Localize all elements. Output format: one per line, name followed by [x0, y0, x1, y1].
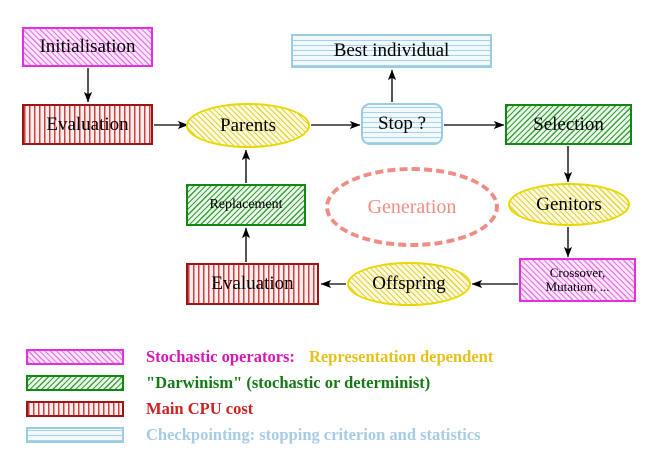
node-label-crossover: Crossover,Mutation, ...	[545, 265, 610, 294]
node-label-evaluation-top: Evaluation	[46, 113, 129, 135]
legend-row-darwinism: "Darwinism" (stochastic or determinist)	[26, 370, 646, 396]
legend-row-checkpointing: Checkpointing: stopping criterion and st…	[26, 422, 646, 448]
node-label-offspring: Offspring	[372, 273, 446, 295]
legend-text-primary-main-cpu-cost: Main CPU cost	[146, 399, 254, 418]
legend-row-main-cpu-cost: Main CPU cost	[26, 396, 646, 422]
legend-swatch-stochastic-operators	[26, 349, 124, 365]
node-replacement: Replacement	[186, 184, 306, 226]
node-label-generation: Generation	[367, 195, 457, 218]
node-label-genitors: Genitors	[536, 193, 602, 215]
node-label-best-individual: Best individual	[333, 40, 450, 62]
legend-text-darwinism: "Darwinism" (stochastic or determinist)	[146, 373, 430, 393]
legend-text-primary-stochastic-operators: Stochastic operators:	[146, 347, 295, 366]
node-stop: Stop ?	[361, 103, 443, 145]
node-label-evaluation-bottom: Evaluation	[211, 273, 294, 295]
node-crossover: Crossover,Mutation, ...	[519, 258, 636, 302]
legend-swatch-darwinism	[26, 375, 124, 391]
node-best-individual: Best individual	[291, 34, 492, 68]
node-evaluation-bottom: Evaluation	[186, 263, 319, 305]
node-label-replacement: Replacement	[209, 196, 283, 212]
node-generation: Generation	[325, 167, 499, 247]
node-selection: Selection	[505, 104, 632, 145]
legend-text-primary-checkpointing: Checkpointing: stopping criterion and st…	[146, 425, 481, 444]
node-parents: Parents	[186, 103, 310, 148]
node-label-stop: Stop ?	[377, 113, 427, 135]
node-offspring: Offspring	[347, 262, 471, 306]
node-label-initialisation: Initialisation	[39, 36, 136, 58]
node-initialisation: Initialisation	[22, 27, 153, 67]
node-evaluation-top: Evaluation	[22, 104, 153, 145]
node-genitors: Genitors	[508, 183, 630, 226]
legend-swatch-main-cpu-cost	[26, 401, 124, 417]
legend-text-main-cpu-cost: Main CPU cost	[146, 399, 253, 419]
legend-text-checkpointing: Checkpointing: stopping criterion and st…	[146, 425, 481, 445]
legend-swatch-checkpointing	[26, 427, 124, 443]
node-label-parents: Parents	[220, 114, 276, 136]
legend-text-secondary-stochastic-operators: Representation dependent	[308, 347, 494, 366]
legend-row-stochastic-operators: Stochastic operators: Representation depe…	[26, 344, 646, 370]
legend-text-primary-darwinism: "Darwinism" (stochastic or determinist)	[146, 373, 431, 392]
legend: Stochastic operators: Representation depe…	[26, 344, 646, 448]
legend-text-stochastic-operators: Stochastic operators: Representation depe…	[146, 347, 493, 367]
node-label-selection: Selection	[533, 113, 604, 135]
